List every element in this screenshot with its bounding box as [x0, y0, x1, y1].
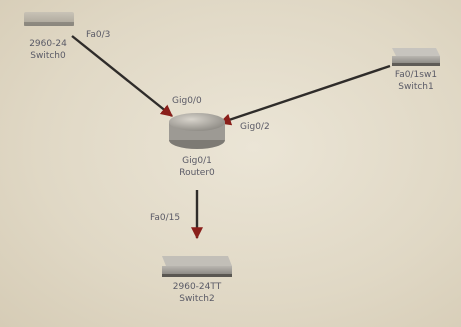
switch1-name-label: Switch1 — [398, 82, 434, 92]
switch1-model-label: Fa0/1sw1 — [394, 70, 438, 80]
port-label-fa0-15: Fa0/15 — [150, 213, 181, 223]
switch0-name-label: Switch0 — [30, 51, 66, 61]
switch2-model-label: 2960-24TT — [172, 282, 222, 292]
switch0-model-label: 2960-24 — [29, 39, 67, 49]
router0-icon[interactable] — [169, 113, 225, 149]
port-label-fa0-3: Fa0/3 — [86, 30, 111, 40]
switch1-icon[interactable] — [392, 48, 440, 66]
switch2-name-label: Switch2 — [179, 294, 215, 304]
switch2-icon[interactable] — [162, 256, 232, 277]
router0-name-label: Router0 — [179, 168, 215, 178]
switch0-icon[interactable] — [24, 12, 74, 26]
link-switch0-router0 — [71, 35, 173, 117]
port-label-gig0-2: Gig0/2 — [240, 122, 270, 132]
link-switch1-router0 — [218, 64, 391, 126]
port-label-gig0-0: Gig0/0 — [172, 96, 202, 106]
router0-model-label: Gig0/1 — [182, 156, 212, 166]
